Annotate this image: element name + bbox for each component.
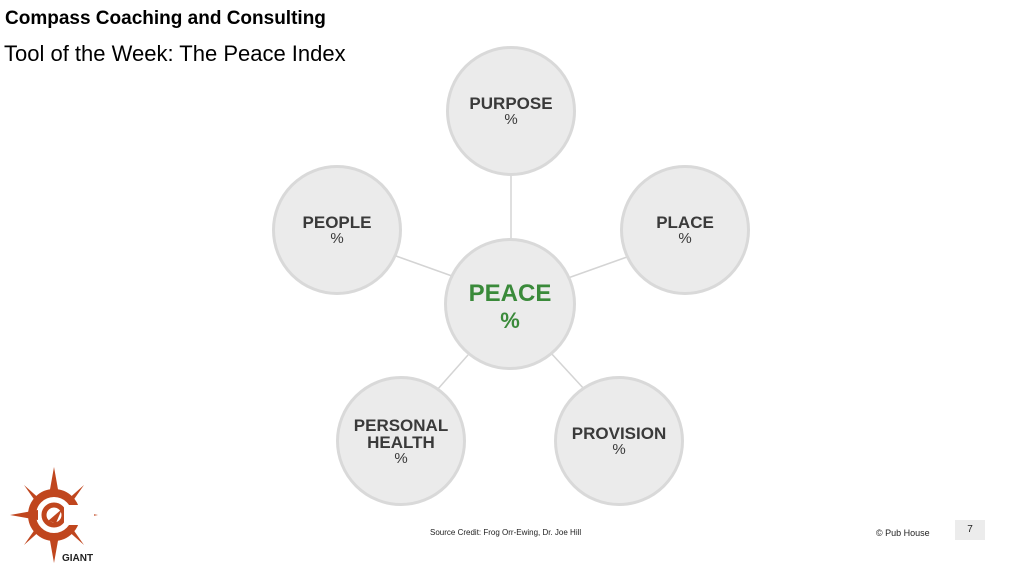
node-peace-label: PEACE — [468, 279, 552, 307]
node-peace-value: % — [500, 307, 520, 333]
node-personal-health-label-line1: PERSONAL — [353, 415, 449, 435]
source-credit: Source Credit: Frog Orr-Ewing, Dr. Joe H… — [430, 528, 582, 537]
node-people-value: % — [330, 230, 344, 247]
page-number: 7 — [955, 520, 985, 540]
node-provision-value: % — [612, 441, 626, 458]
connector-place — [567, 256, 628, 279]
page-subtitle: Tool of the Week: The Peace Index — [4, 41, 346, 66]
connector-personal-health — [436, 354, 469, 391]
connector-people — [395, 255, 453, 277]
node-personal-health: PERSONAL HEALTH % — [336, 376, 466, 506]
node-purpose-value: % — [504, 111, 518, 128]
node-people-label: PEOPLE — [302, 213, 372, 232]
logo-text: GIANT — [62, 553, 94, 564]
node-place-value: % — [678, 230, 692, 247]
node-place-label: PLACE — [656, 213, 714, 232]
page-title: Compass Coaching and Consulting — [5, 8, 326, 29]
connector-provision — [549, 351, 586, 391]
node-purpose: PURPOSE % — [446, 46, 576, 176]
node-provision: PROVISION % — [554, 376, 684, 506]
node-personal-health-value: % — [394, 449, 408, 467]
node-personal-health-label-line2: HEALTH — [367, 432, 435, 452]
node-people: PEOPLE % — [272, 165, 402, 295]
compass-logo-icon — [10, 467, 98, 563]
node-place: PLACE % — [620, 165, 750, 295]
node-peace-center: PEACE % — [444, 238, 576, 370]
copyright-notice: © Pub House — [876, 528, 930, 538]
node-purpose-label: PURPOSE — [469, 94, 553, 113]
node-provision-label: PROVISION — [571, 424, 667, 443]
